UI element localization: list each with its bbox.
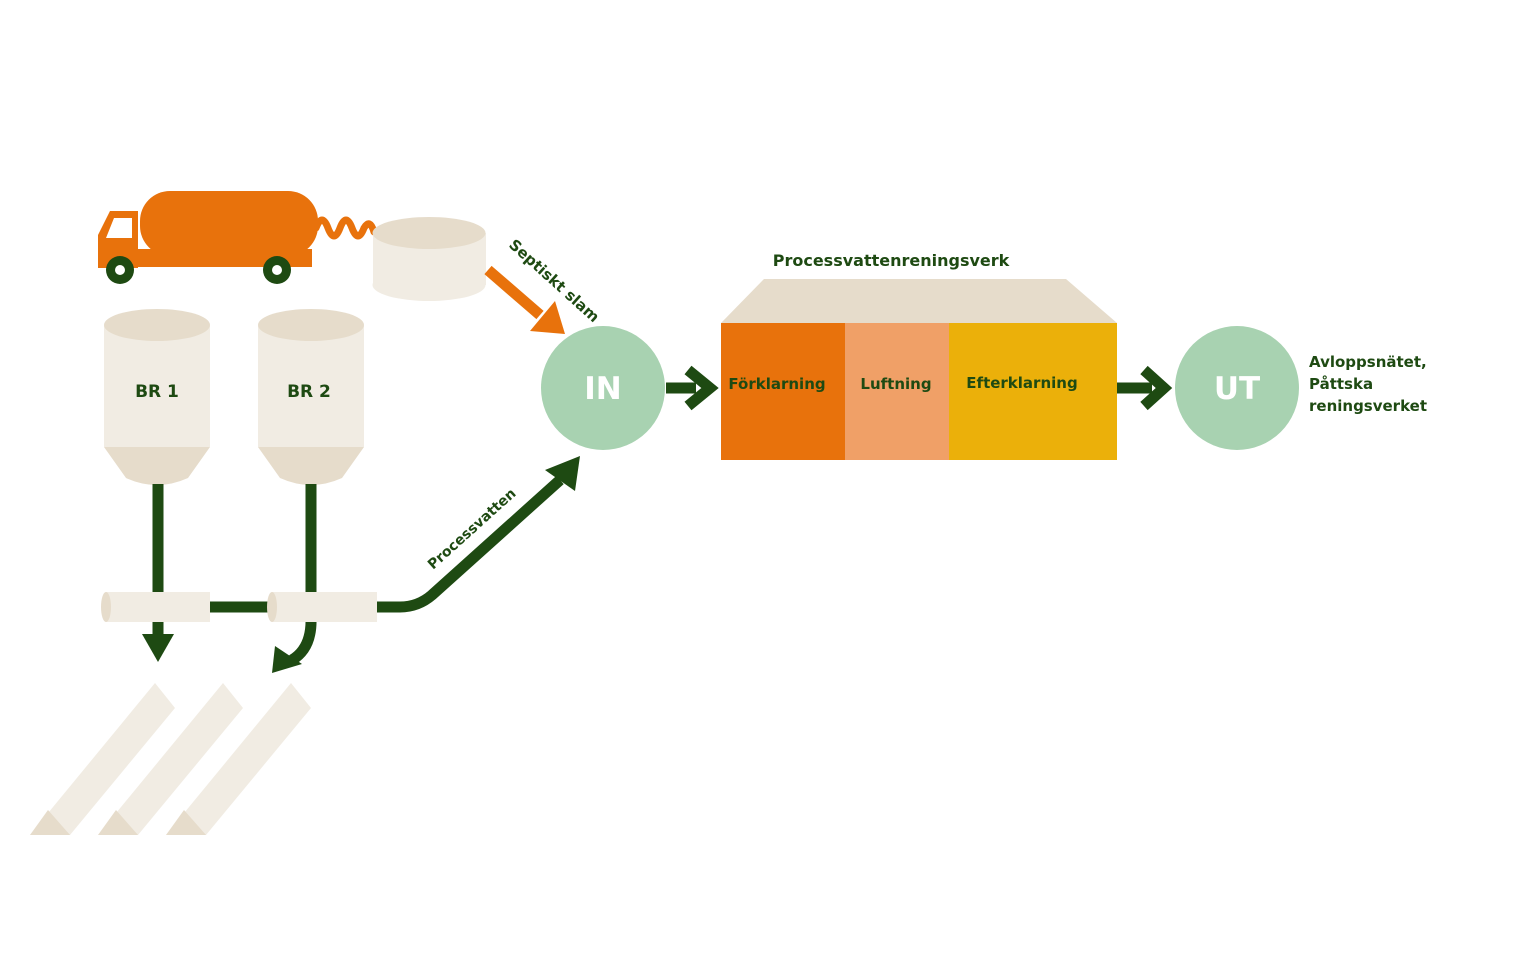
silo-br1 [104, 309, 210, 485]
br1-down-arrow [142, 634, 174, 662]
silo-br2 [258, 309, 364, 485]
destination-label: Avloppsnätet, Påttska reningsverket [1309, 353, 1427, 415]
in-node [541, 326, 665, 450]
stage1-label: Förklarning [728, 375, 825, 393]
plant-title: Processvattenreningsverk [773, 251, 1010, 270]
arrow-plant-to-ut [1117, 365, 1173, 411]
plant-roof [721, 279, 1117, 323]
br2-down-arrow [272, 646, 302, 673]
silo-br1-label: BR 1 [135, 382, 179, 402]
pipe-section-2 [267, 592, 377, 622]
stage-luftning [845, 323, 949, 460]
drying-beds [30, 683, 311, 835]
tanker-truck-icon [98, 191, 378, 284]
process-water-arrowhead [545, 456, 580, 491]
septic-arrow [484, 265, 565, 334]
stage-efterklarning [949, 323, 1117, 460]
pipe-section-1 [101, 592, 210, 622]
ut-node [1175, 326, 1299, 450]
silo-br2-label: BR 2 [287, 382, 331, 402]
destination-line-1: Avloppsnätet, [1309, 353, 1427, 371]
stage3-label: Efterklarning [966, 374, 1077, 392]
ut-label: UT [1214, 371, 1260, 407]
arrow-in-to-plant [666, 365, 719, 411]
in-label: IN [584, 371, 621, 407]
destination-line-3: reningsverket [1309, 397, 1427, 415]
septic-tank [372, 217, 486, 301]
stage2-label: Luftning [860, 375, 931, 393]
destination-line-2: Påttska [1309, 375, 1373, 393]
stage-forklarning [721, 323, 845, 460]
